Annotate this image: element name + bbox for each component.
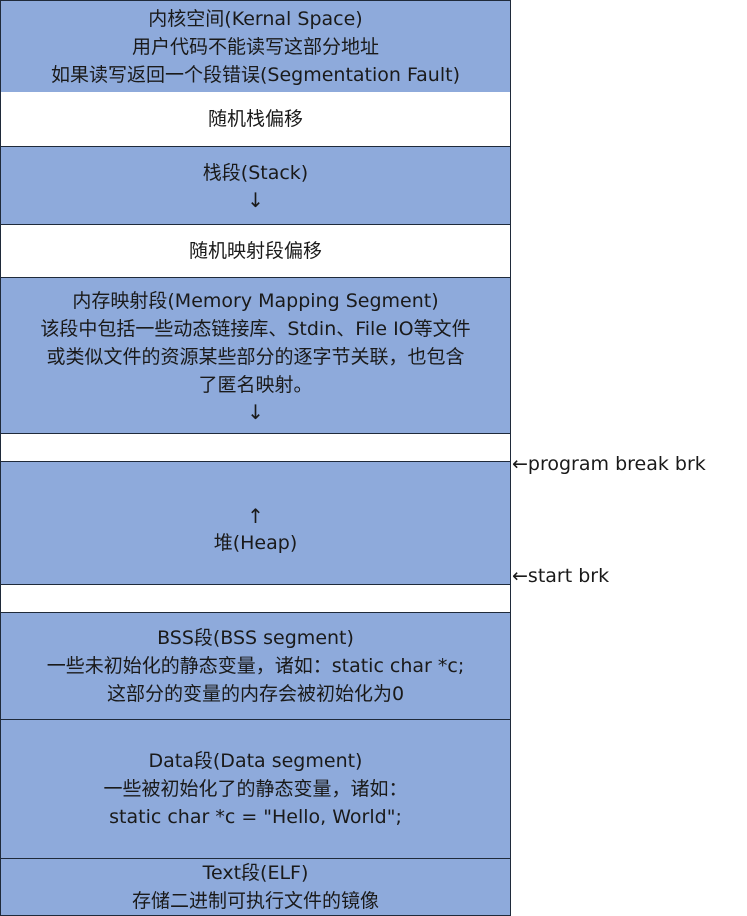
data-segment: Data段(Data segment) 一些被初始化了的静态变量，诸如： sta… xyxy=(0,720,511,859)
down-arrow-icon: ↓ xyxy=(247,399,264,424)
bss-segment: BSS段(BSS segment) 一些未初始化的静态变量，诸如：static … xyxy=(0,613,511,720)
start-brk-label: start brk xyxy=(527,565,610,587)
mmap-line-1: 内存映射段(Memory Mapping Segment) xyxy=(72,289,439,312)
bss-line-3: 这部分的变量的内存会被初始化为0 xyxy=(106,683,405,705)
random-stack-offset-segment: 随机栈偏移 xyxy=(0,92,511,147)
unmapped-gap-upper xyxy=(0,434,511,462)
text-segment: Text段(ELF) 存储二进制可执行文件的镜像 xyxy=(0,859,511,916)
mmap-line-2: 该段中包括一些动态链接库、Stdin、File IO等文件 xyxy=(40,317,471,340)
left-arrow-icon: ← xyxy=(512,453,528,475)
random-mmap-offset-label: 随机映射段偏移 xyxy=(188,240,322,262)
memory-segments-column: 内核空间(Kernal Space) 用户代码不能读写这部分地址 如果读写返回一… xyxy=(0,0,511,916)
heap-label: 堆(Heap) xyxy=(213,532,298,554)
program-break-label: program break brk xyxy=(527,453,706,475)
stack-label: 栈段(Stack) xyxy=(202,161,309,184)
kernel-space-line-3: 如果读写返回一个段错误(Segmentation Fault) xyxy=(50,63,460,86)
mmap-line-4: 了匿名映射。 xyxy=(198,373,313,396)
random-mmap-offset-segment: 随机映射段偏移 xyxy=(0,225,511,278)
left-arrow-icon: ← xyxy=(512,565,528,587)
down-arrow-icon: ↓ xyxy=(247,187,264,212)
start-brk-annotation: ←start brk xyxy=(512,564,609,588)
up-arrow-icon: ↑ xyxy=(247,504,264,528)
data-line-1: Data段(Data segment) xyxy=(148,750,363,772)
kernel-space-line-2: 用户代码不能读写这部分地址 xyxy=(131,35,379,58)
unmapped-gap-lower xyxy=(0,585,511,613)
bss-line-1: BSS段(BSS segment) xyxy=(157,627,354,649)
random-stack-offset-label: 随机栈偏移 xyxy=(207,108,303,130)
kernel-space-segment: 内核空间(Kernal Space) 用户代码不能读写这部分地址 如果读写返回一… xyxy=(0,0,511,93)
data-line-3: static char *c = "Hello, World"; xyxy=(109,806,402,828)
memory-mapping-segment: 内存映射段(Memory Mapping Segment) 该段中包括一些动态链… xyxy=(0,278,511,434)
stack-segment: 栈段(Stack) ↓ xyxy=(0,147,511,225)
data-line-2: 一些被初始化了的静态变量，诸如： xyxy=(103,778,408,800)
program-break-annotation: ←program break brk xyxy=(512,452,706,476)
bss-line-2: 一些未初始化的静态变量，诸如：static char *c; xyxy=(46,655,465,677)
mmap-line-3: 或类似文件的资源某些部分的逐字节关联，也包含 xyxy=(46,345,465,368)
heap-segment: ↑ 堆(Heap) xyxy=(0,462,511,585)
kernel-space-line-1: 内核空间(Kernal Space) xyxy=(148,7,363,30)
text-line-1: Text段(ELF) xyxy=(202,862,309,884)
text-line-2: 存储二进制可执行文件的镜像 xyxy=(131,890,379,912)
